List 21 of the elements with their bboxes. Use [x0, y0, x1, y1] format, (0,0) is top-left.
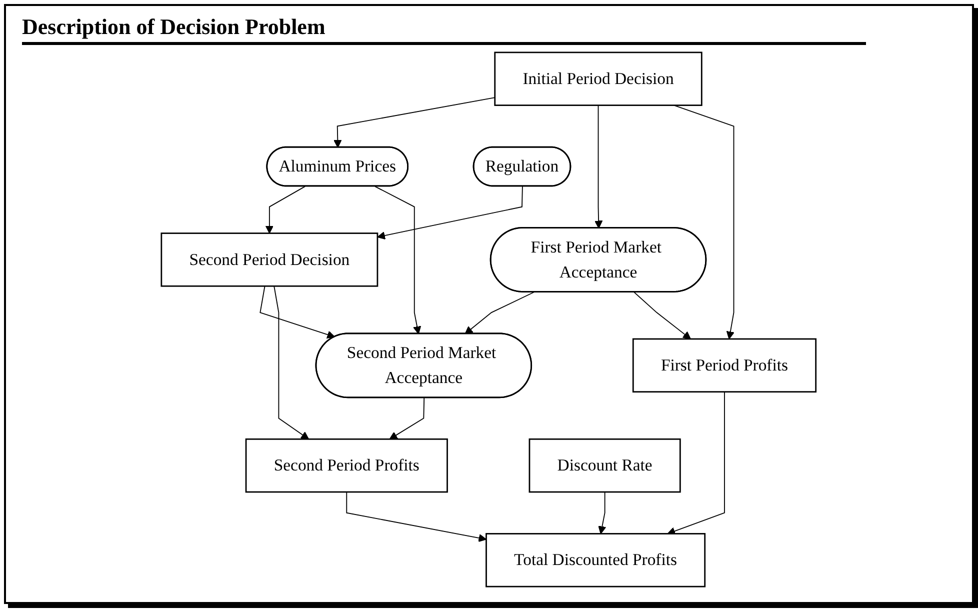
node-box: Second Period Profits: [246, 438, 448, 493]
arrow: [266, 186, 306, 234]
node-box: Second Period Decision: [161, 232, 379, 287]
node-box: Initial Period Decision: [494, 52, 703, 106]
arrow: [598, 492, 607, 534]
arrow: [274, 286, 310, 440]
arrow: [668, 391, 726, 536]
arrow: [334, 97, 496, 148]
diagram-title: Description of Decision Problem: [22, 14, 866, 45]
arrow: [674, 104, 735, 340]
arrow: [374, 186, 422, 334]
node-box: First Period Profits: [632, 338, 817, 393]
arrow: [377, 186, 524, 240]
arrow: [260, 286, 336, 339]
node-box: Discount Rate: [529, 438, 682, 493]
arrow: [594, 104, 604, 229]
arrow: [465, 292, 535, 334]
arrow: [634, 292, 692, 340]
arrow: [390, 397, 425, 440]
arrow: [346, 492, 487, 542]
node-box: Total Discounted Profits: [486, 533, 706, 588]
